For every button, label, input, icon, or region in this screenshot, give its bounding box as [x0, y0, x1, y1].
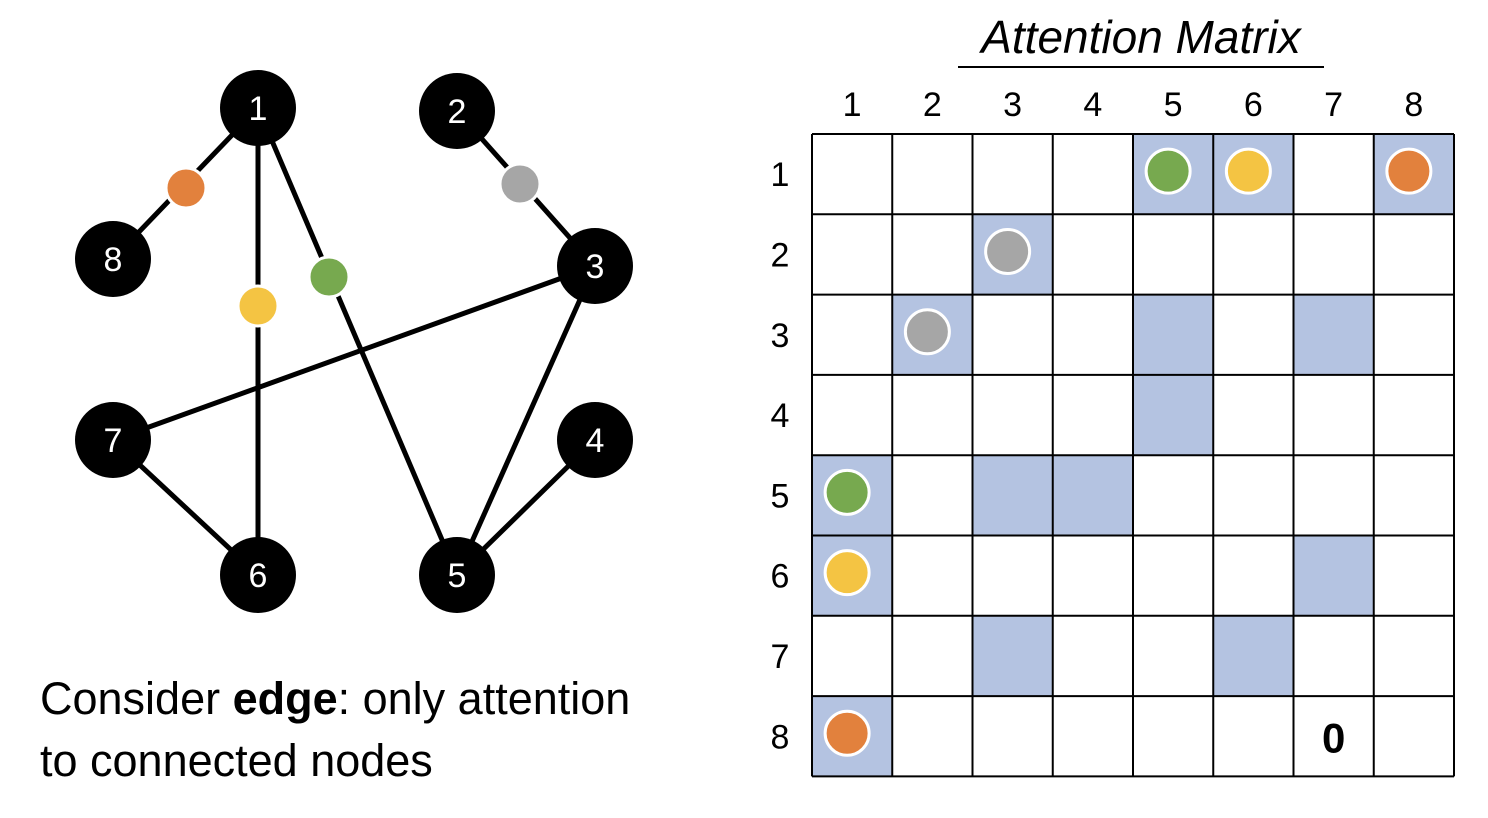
column-label-5: 5 [1164, 86, 1183, 124]
column-label-1: 1 [843, 86, 862, 124]
node-label-2: 2 [448, 93, 467, 131]
caption-line2: to connected nodes [40, 735, 433, 786]
caption-prefix: Consider [40, 673, 233, 724]
column-label-8: 8 [1404, 86, 1423, 124]
matrix-title: Attention Matrix [981, 11, 1301, 63]
graph-nodes: 1 2 3 4 5 6 7 8 [75, 70, 633, 613]
row-label-6: 6 [771, 558, 790, 596]
matrix-cell-7-3 [972, 615, 1053, 697]
column-label-7: 7 [1324, 86, 1343, 124]
zero-label: 0 [1322, 714, 1345, 761]
matrix-cell-6-7 [1293, 535, 1374, 616]
node-5 [419, 537, 495, 613]
node-7 [75, 402, 151, 478]
matrix-cell-5-4 [1052, 455, 1133, 536]
matrix-labels: 1 2 3 4 5 6 7 8 1 2 3 4 5 6 7 8 0 [771, 86, 1424, 761]
matrix-cell-4-5 [1133, 374, 1214, 456]
node-4 [557, 402, 633, 478]
edge-marker-orange [164, 166, 208, 210]
matrix-cell-3-7 [1293, 294, 1374, 375]
matrix-cell-5-3 [972, 455, 1053, 536]
node-6 [220, 537, 296, 613]
row-label-4: 4 [771, 397, 790, 435]
row-label-1: 1 [771, 156, 790, 194]
edge-marker-green [307, 255, 351, 299]
node-label-8: 8 [104, 241, 123, 279]
row-label-3: 3 [771, 317, 790, 355]
node-1 [220, 70, 296, 146]
matrix-dot-yellow [1224, 147, 1272, 195]
matrix-dot-gray [903, 308, 951, 356]
row-label-7: 7 [771, 638, 790, 676]
edge-marker-yellow [236, 284, 280, 328]
node-label-5: 5 [448, 557, 467, 595]
row-label-2: 2 [771, 236, 790, 274]
edge-3-7 [112, 263, 596, 443]
node-3 [557, 228, 633, 304]
matrix-cell-3-5 [1133, 294, 1214, 375]
matrix-grid [811, 133, 1455, 778]
edge-3-5 [454, 264, 598, 577]
column-label-4: 4 [1083, 86, 1102, 124]
node-label-4: 4 [586, 422, 605, 460]
node-label-3: 3 [586, 248, 605, 286]
caption-rest: : only attention [337, 673, 631, 724]
column-label-6: 6 [1244, 86, 1263, 124]
row-label-5: 5 [771, 477, 790, 515]
caption: Consider edge: only attention to connect… [40, 668, 740, 792]
node-label-1: 1 [249, 90, 268, 128]
column-label-2: 2 [923, 86, 942, 124]
node-2 [419, 73, 495, 149]
matrix-dot-green [1144, 147, 1192, 195]
node-label-7: 7 [104, 422, 123, 460]
row-label-8: 8 [771, 718, 790, 756]
edge-markers [164, 162, 542, 328]
matrix-cell-7-6 [1213, 615, 1294, 697]
caption-bold-word: edge [232, 673, 338, 724]
column-label-3: 3 [1003, 86, 1022, 124]
node-label-6: 6 [249, 557, 268, 595]
edge-1-5 [255, 107, 460, 576]
graph-diagram: 1 2 3 4 5 6 7 8 [75, 70, 633, 613]
matrix-dot-gray [984, 227, 1032, 275]
matrix-dot-orange [823, 709, 871, 757]
edge-marker-gray [498, 162, 542, 206]
matrix-dot-green [823, 468, 871, 516]
node-8 [75, 221, 151, 297]
matrix-dot-yellow [823, 549, 871, 597]
matrix-dot-orange [1385, 147, 1433, 195]
matrix-dots [823, 147, 1433, 757]
matrix-title-underline [958, 66, 1324, 68]
